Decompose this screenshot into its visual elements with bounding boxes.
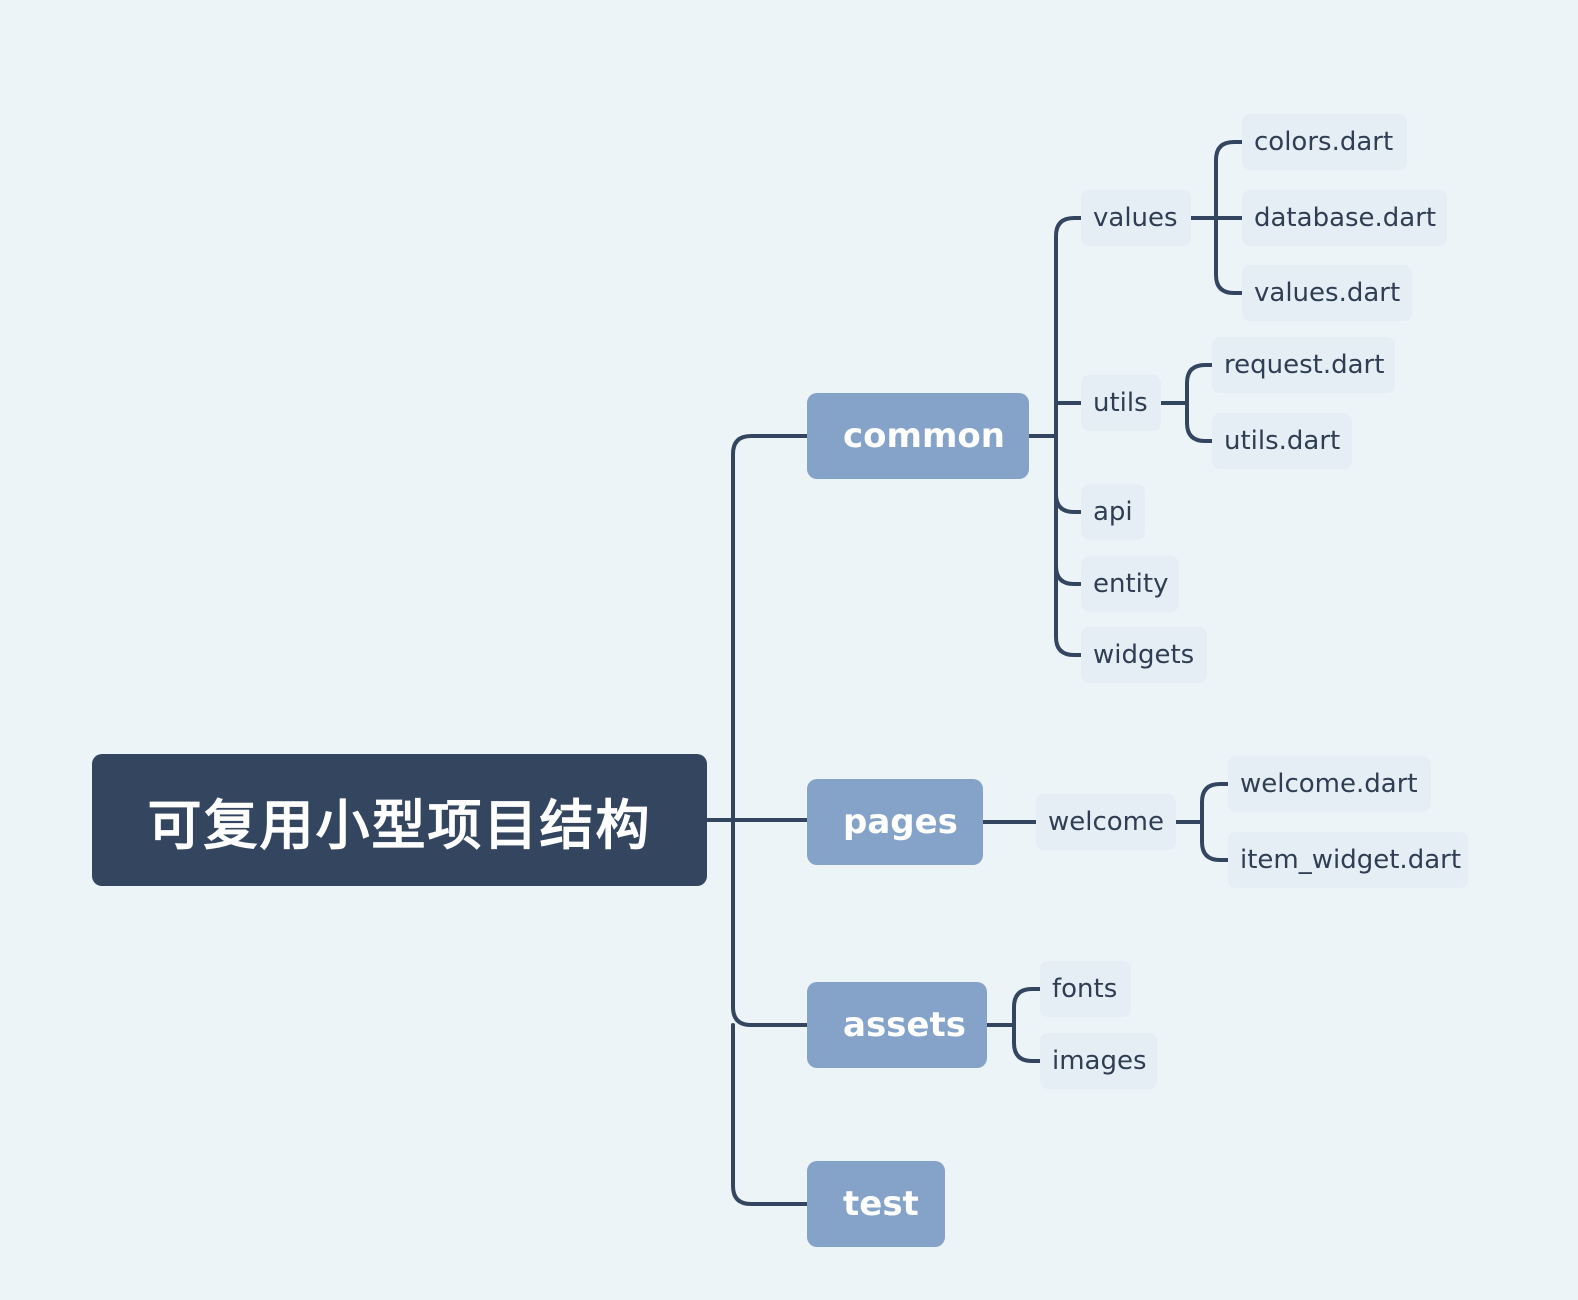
node-utils[interactable]: utils [1081, 375, 1161, 431]
connector-utils-files [1185, 363, 1214, 443]
connector-root-assets [731, 818, 809, 1027]
node-widgets[interactable]: widgets [1081, 627, 1207, 683]
node-values-dart[interactable]: values.dart [1242, 265, 1412, 321]
node-welcome-dart[interactable]: welcome.dart [1228, 756, 1431, 812]
connector-welcome-files [1200, 782, 1230, 862]
node-images[interactable]: images [1040, 1033, 1157, 1089]
connector-common-entity [1054, 564, 1083, 586]
node-entity[interactable]: entity [1081, 556, 1179, 612]
node-utils-dart[interactable]: utils.dart [1212, 413, 1352, 469]
branch-assets[interactable]: assets [807, 982, 987, 1068]
node-fonts[interactable]: fonts [1040, 961, 1131, 1017]
node-welcome[interactable]: welcome [1036, 794, 1176, 850]
root-node[interactable]: 可复用小型项目结构 [92, 754, 707, 886]
connector-assets-children [1012, 987, 1042, 1063]
node-item-widget-dart[interactable]: item_widget.dart [1228, 832, 1468, 888]
connector-root-common [731, 434, 809, 822]
node-colors-dart[interactable]: colors.dart [1242, 114, 1407, 170]
connector-values-colors [1214, 140, 1244, 295]
node-request-dart[interactable]: request.dart [1212, 337, 1395, 393]
branch-common[interactable]: common [807, 393, 1029, 479]
branch-test[interactable]: test [807, 1161, 945, 1247]
connector-common-api [1054, 492, 1083, 514]
node-database-dart[interactable]: database.dart [1242, 190, 1447, 246]
node-values[interactable]: values [1081, 190, 1191, 246]
connector-root-test [731, 1023, 809, 1206]
branch-pages[interactable]: pages [807, 779, 983, 865]
node-api[interactable]: api [1081, 484, 1145, 540]
connector-common-values [1054, 216, 1083, 657]
